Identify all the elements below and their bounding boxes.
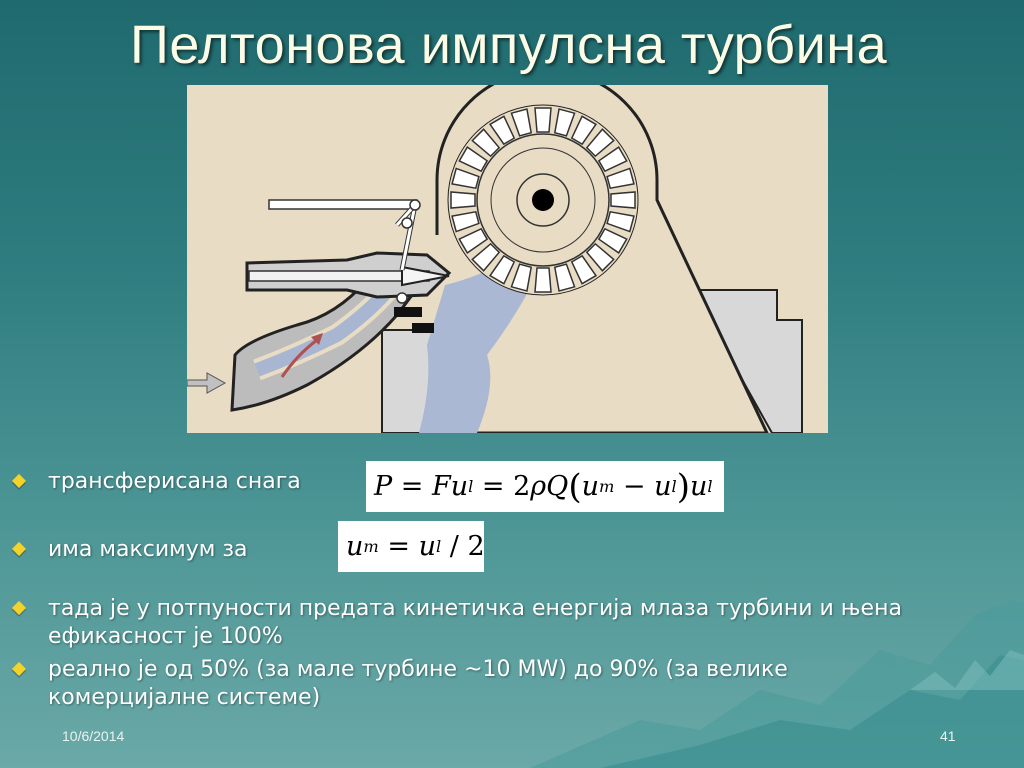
bullet-text: тада је у потпуности предата кинетичка е… [48,596,902,649]
bullet-text: трансферисана снага [48,469,301,494]
diamond-bullet-icon [11,473,27,489]
diamond-bullet-icon [11,541,27,557]
slide-title: Пелтонова импулсна турбина [130,15,888,75]
bullet-maximum: има максимум за [11,536,994,564]
diamond-bullet-icon [11,661,27,677]
pelton-turbine-diagram [187,85,828,433]
bullet-real-efficiency: реално је од 50% (за мале турбине ~10 MW… [11,656,994,712]
footer-page-number: 41 [940,728,956,744]
diamond-bullet-icon [11,600,27,616]
bullet-text: има максимум за [48,537,248,562]
bullet-transferred-power: трансферисана снага [11,468,994,496]
bullet-text: реално је од 50% (за мале турбине ~10 MW… [48,657,788,710]
bullet-full-transfer: тада је у потпуности предата кинетичка е… [11,595,994,651]
footer-date: 10/6/2014 [62,728,125,744]
